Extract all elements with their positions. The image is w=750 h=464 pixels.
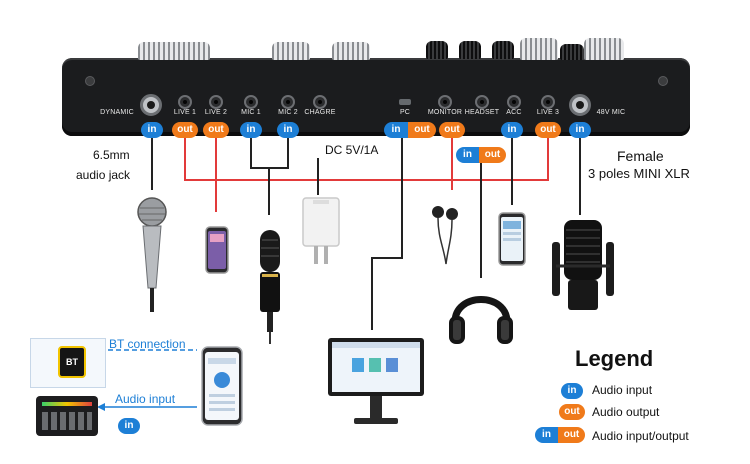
badge-in: in	[535, 427, 558, 443]
xlr-type-label: 3 poles MINI XLR	[588, 166, 690, 181]
knob[interactable]	[332, 42, 370, 60]
badge-in-mic48v: in	[569, 122, 591, 138]
badge-in-dynamic: in	[141, 122, 163, 138]
knob[interactable]	[138, 42, 210, 60]
badge-in-mic2: in	[277, 122, 299, 138]
badge-out: out	[558, 427, 585, 443]
badge-out-live2: out	[203, 122, 229, 138]
smartphone-icon	[205, 226, 229, 274]
output-bus-wire	[184, 138, 549, 181]
port-label-mic1: MIC 1	[241, 109, 261, 116]
badge-out-live3: out	[535, 122, 561, 138]
power-adapter-icon	[302, 197, 340, 264]
condenser-microphone-icon	[260, 230, 280, 344]
bt-connection-label: BT connection	[109, 337, 186, 351]
monitor-port[interactable]	[438, 95, 452, 109]
port-label-dynamic: DYNAMIC	[100, 109, 134, 116]
jack-type-label: audio jack	[76, 168, 131, 182]
port-label-mic2: MIC 2	[278, 109, 298, 116]
studio-microphone-icon	[552, 220, 614, 310]
badge-out: out	[408, 122, 436, 138]
knob[interactable]	[520, 38, 558, 60]
legend-title: Legend	[575, 346, 654, 371]
port-label-acc: ACC	[506, 109, 522, 116]
port-label-monitor: MONITOR	[427, 109, 463, 116]
headset-port[interactable]	[475, 95, 489, 109]
bt-device-display: BT	[58, 346, 86, 378]
port-label-pc: PC	[399, 109, 411, 116]
mic2-port[interactable]	[281, 95, 295, 109]
xlr-female-label: Female	[617, 148, 664, 164]
knob[interactable]	[426, 41, 448, 59]
port-label-mic48v: 48V MIC	[596, 109, 626, 116]
badge-in-mic1: in	[240, 122, 262, 138]
badge-out-live1: out	[172, 122, 198, 138]
live3-port[interactable]	[541, 95, 555, 109]
live2-port[interactable]	[209, 95, 223, 109]
badge-in-acc: in	[501, 122, 523, 138]
mixer-buttons	[42, 412, 92, 430]
port-label-live2: LIVE 2	[204, 109, 228, 116]
badge-inout-headset: in out	[456, 147, 506, 163]
mic1-port[interactable]	[244, 95, 258, 109]
badge-in: in	[384, 122, 408, 138]
audio-input-arrow	[97, 403, 105, 411]
knob[interactable]	[584, 38, 624, 60]
legend-item-input: Audio input	[592, 383, 653, 397]
badge-out-monitor: out	[439, 122, 465, 138]
earphones-icon	[432, 206, 458, 265]
legend-badge-out: out	[559, 404, 585, 420]
screw	[658, 76, 668, 86]
mic48v-port[interactable]	[569, 94, 591, 116]
legend-badge-inout: in out	[535, 427, 585, 443]
legend-item-inout: Audio input/output	[592, 429, 689, 443]
pc-port[interactable]	[399, 99, 411, 105]
badge-in-bt: in	[118, 418, 140, 434]
monitor-icon	[328, 338, 424, 424]
dc-label: DC 5V/1A	[325, 143, 379, 157]
knob[interactable]	[459, 41, 481, 59]
jack-size-label: 6.5mm	[93, 148, 130, 162]
badge-out: out	[479, 147, 506, 163]
pc-wire	[371, 138, 403, 330]
port-label-headset: HEADSET	[464, 109, 500, 116]
live1-port[interactable]	[178, 95, 192, 109]
audio-input-label: Audio input	[115, 392, 176, 406]
knob[interactable]	[492, 41, 514, 59]
microphone-handheld-icon	[137, 197, 167, 312]
port-label-live1: LIVE 1	[173, 109, 197, 116]
bt-mixer-device	[36, 396, 98, 436]
acc-port[interactable]	[507, 95, 521, 109]
screw	[85, 76, 95, 86]
dynamic-port[interactable]	[140, 94, 162, 116]
port-label-live3: LIVE 3	[536, 109, 560, 116]
port-label-chagre: CHAGRE	[304, 109, 336, 116]
smartphone-icon	[201, 346, 243, 426]
knob[interactable]	[560, 44, 584, 60]
knob[interactable]	[272, 42, 310, 60]
mic-wire	[250, 138, 289, 215]
headphones-icon	[449, 296, 513, 344]
legend-badge-in: in	[561, 383, 583, 399]
chagre-port[interactable]	[313, 95, 327, 109]
badge-in: in	[456, 147, 479, 163]
mixer-led-strip	[42, 402, 92, 406]
badge-inout-pc: in out	[384, 122, 436, 138]
legend-item-output: Audio output	[592, 405, 660, 419]
smartphone-icon	[498, 212, 526, 266]
